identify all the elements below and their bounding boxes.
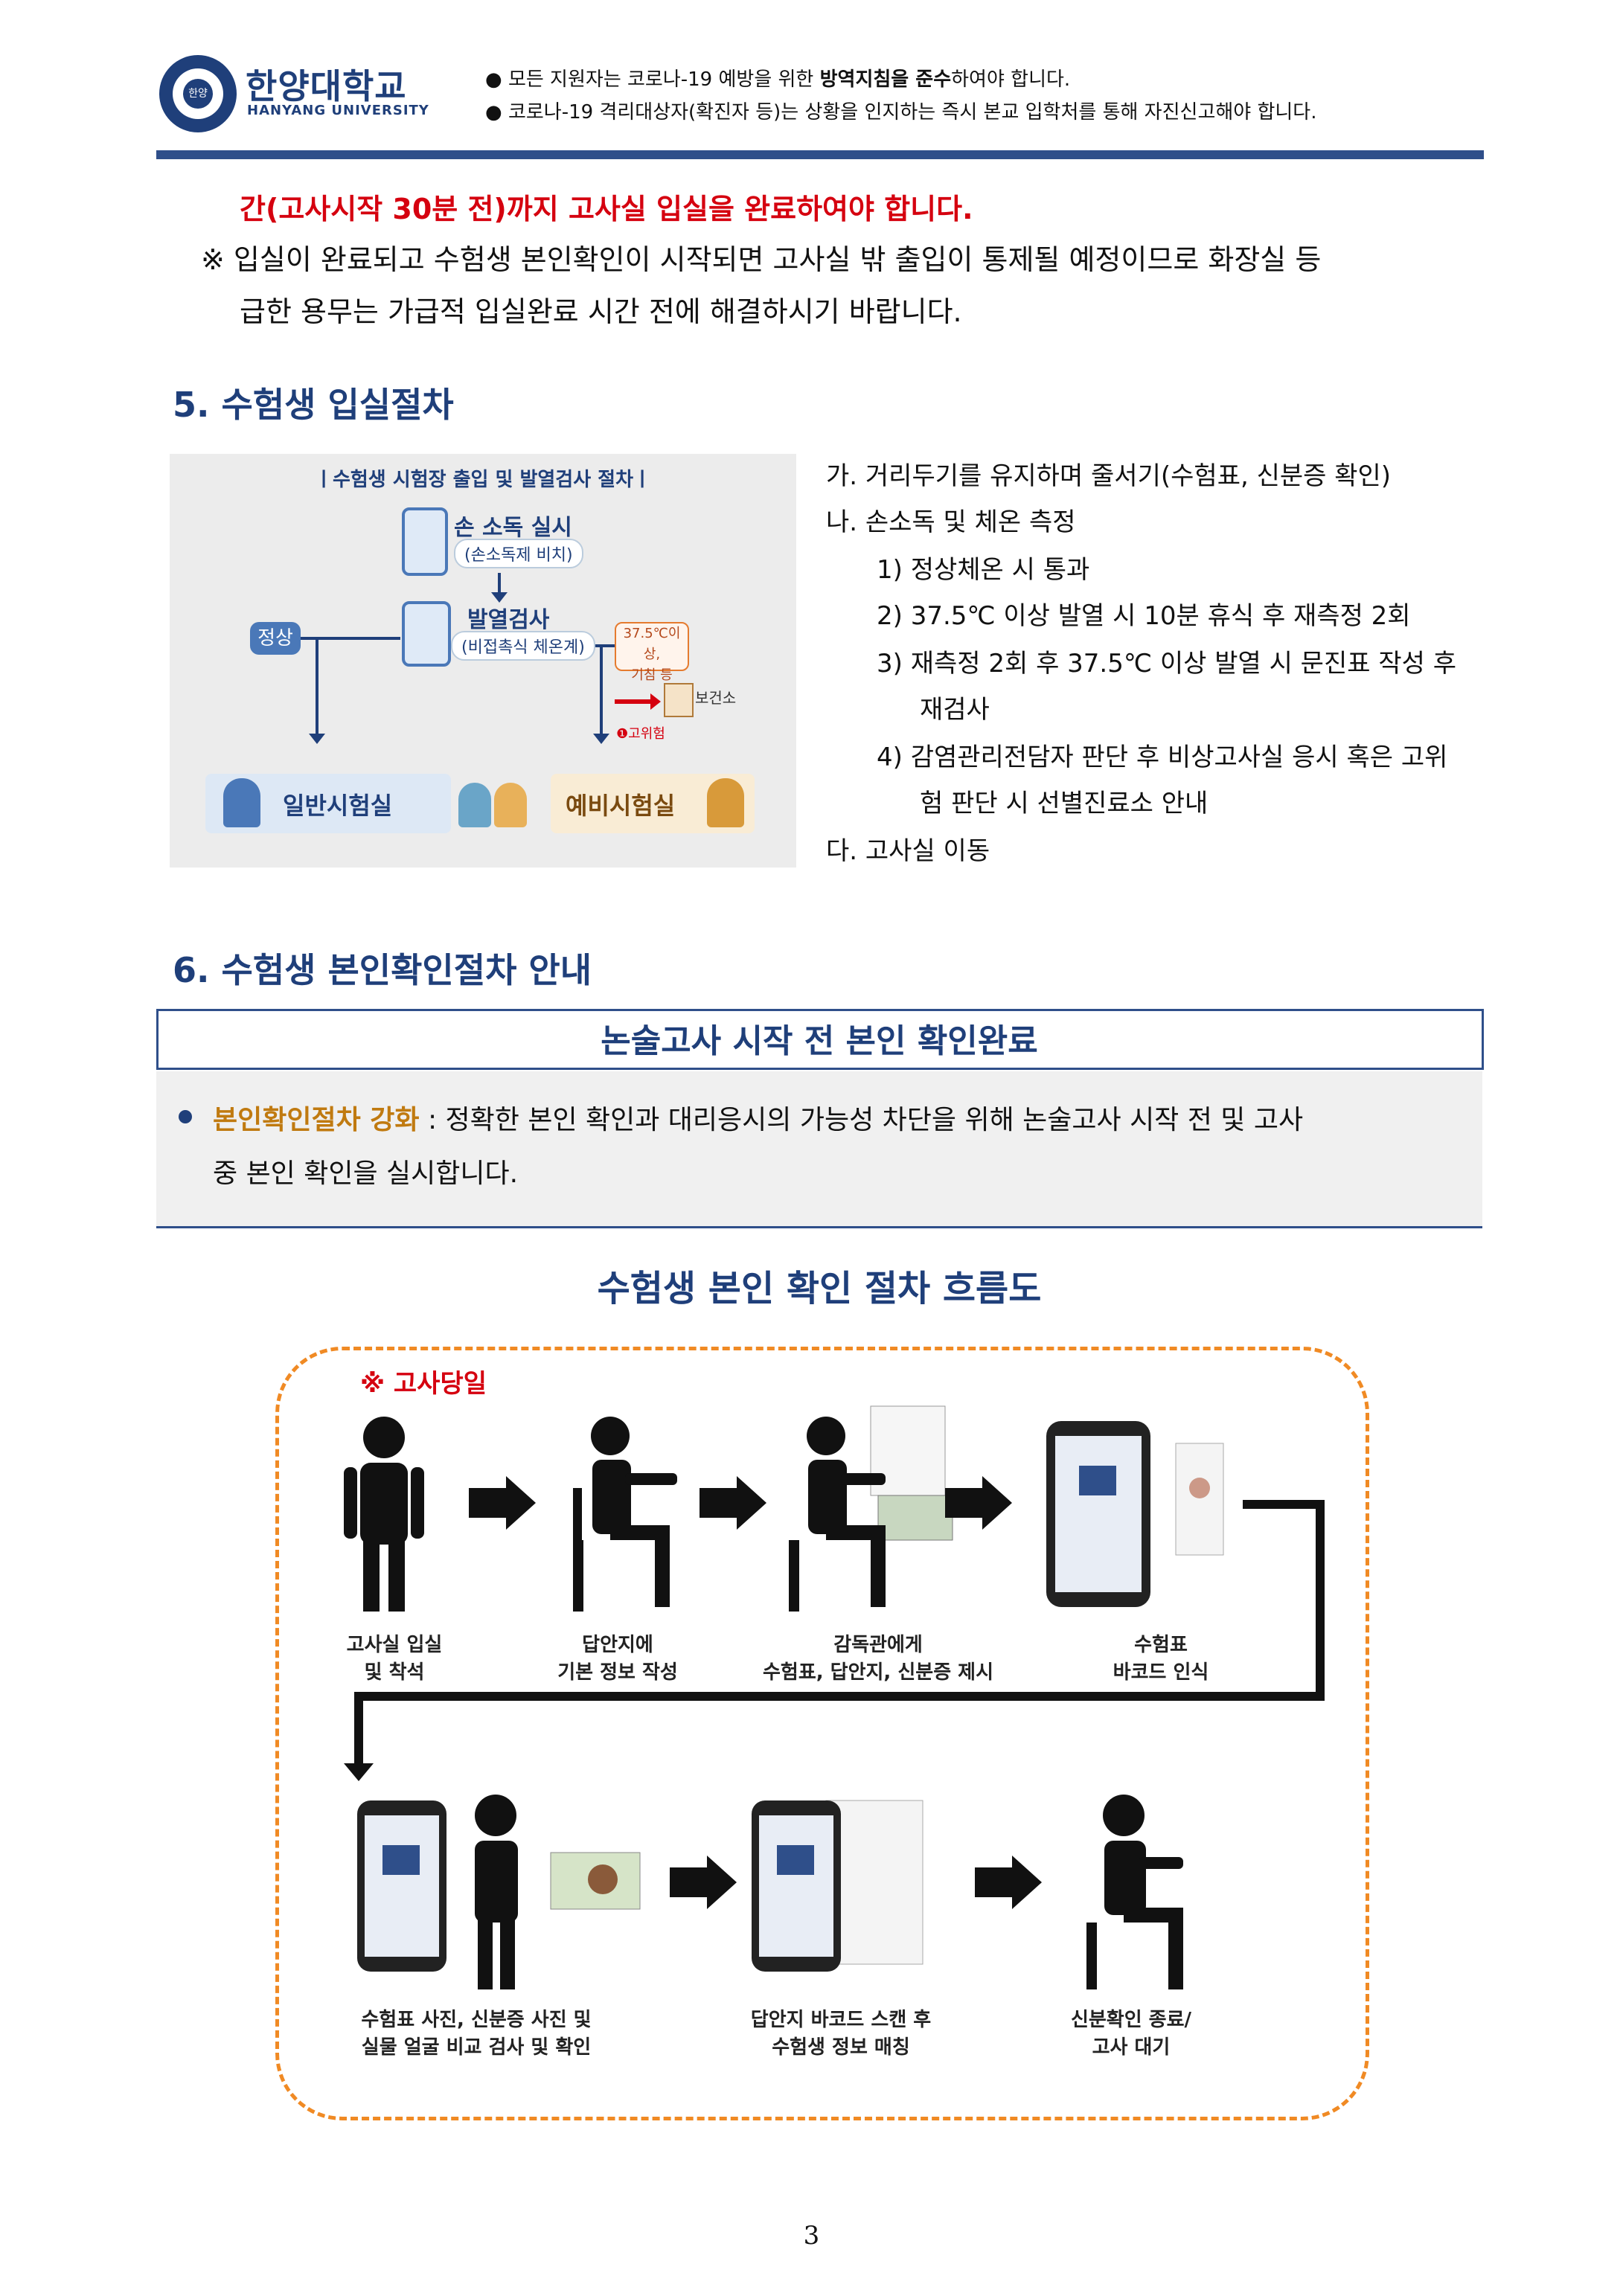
- step-na: 나. 손소독 및 체온 측정: [826, 501, 1076, 538]
- arrow-right-head: [707, 1856, 737, 1909]
- high-temp-line-1: 37.5℃이상,: [616, 623, 688, 665]
- arrow-right-head: [737, 1476, 766, 1530]
- answer-sheet-barcode-icon: [744, 1786, 938, 1994]
- arrow-right-head: [982, 1476, 1012, 1530]
- notice-line-2: ● 코로나-19 격리대상자(확진자 등)는 상황을 인지하는 즉시 본교 입학…: [485, 97, 1317, 124]
- seated-writing-person-icon: [566, 1414, 692, 1614]
- arrow-head-health-center: [650, 693, 661, 710]
- step-4-cont: 험 판단 시 선별진료소 안내: [920, 783, 1208, 819]
- step-2: 2) 37.5℃ 이상 발열 시 10분 휴식 후 재측정 2회: [877, 595, 1411, 632]
- entry-deadline-text: 간(고사시작 30분 전)까지 고사실 입실을 완료하여야 합니다.: [240, 186, 973, 227]
- step-1: 1) 정상체온 시 통과: [877, 549, 1089, 586]
- section-5-title: 5. 수험생 입실절차: [173, 378, 454, 427]
- fever-check-sub: (비접촉식 체온계): [451, 631, 595, 661]
- step-da: 다. 고사실 이동: [826, 830, 990, 867]
- high-risk-label: ❶고위험: [616, 723, 665, 743]
- photo-id-face-compare-icon: [350, 1786, 647, 1994]
- connector-line: [354, 1692, 363, 1766]
- thermometer-icon: [402, 601, 451, 667]
- connector-high-temp: [595, 644, 615, 647]
- bullet-dot: [179, 1110, 192, 1123]
- connector-normal-vertical: [316, 637, 318, 735]
- figure-title: ㅣ수험생 시험장 출입 및 발열검사 절차ㅣ: [170, 464, 796, 492]
- arrow-right: [975, 1867, 1012, 1897]
- arrow-to-general-room: [309, 734, 325, 744]
- reserve-room-label: 예비시험실: [566, 787, 675, 821]
- restroom-note-line-1: ※ 입실이 완료되고 수험생 본인확인이 시작되면 고사실 밖 출입이 통제될 …: [201, 237, 1321, 278]
- connector-high-temp-vertical: [600, 644, 603, 735]
- arrow-right: [945, 1488, 982, 1518]
- flow-caption-7: 신분확인 종료/고사 대기: [1034, 2004, 1228, 2059]
- hand-sanitize-label: 손 소독 실시: [454, 509, 572, 542]
- staff-icon: [458, 783, 491, 827]
- step-3-cont: 재검사: [920, 689, 990, 725]
- connector-line: [354, 1692, 1325, 1701]
- exam-desk-icon: [223, 778, 260, 827]
- flowchart-title: 수험생 본인 확인 절차 흐름도: [156, 1259, 1482, 1311]
- connector-arrow-down: [344, 1763, 374, 1781]
- staff-icon: [494, 783, 527, 827]
- arrow-right-head: [506, 1476, 536, 1530]
- brand-name-english: HANYANG UNIVERSITY: [247, 103, 429, 118]
- phone-barcode-scan-icon: [1039, 1414, 1232, 1614]
- step-ga: 가. 거리두기를 유지하며 줄서기(수험표, 신분증 확인): [826, 455, 1391, 492]
- seated-waiting-person-icon: [1064, 1786, 1198, 1994]
- step-4: 4) 감염관리전담자 판단 후 비상고사실 응시 혹은 고위: [877, 737, 1447, 773]
- notice-line-1: ● 모든 지원자는 코로나-19 예방을 위한 방역지침을 준수하여야 합니다.: [485, 64, 1070, 92]
- section-6-title: 6. 수험생 본인확인절차 안내: [173, 943, 592, 993]
- general-room-label: 일반시험실: [283, 787, 392, 821]
- health-center-icon: [664, 683, 694, 717]
- exam-desk-icon: [707, 778, 744, 827]
- standing-person-icon: [339, 1414, 429, 1614]
- arrow-right: [670, 1867, 707, 1897]
- connector-line: [1316, 1500, 1325, 1701]
- seated-person-presenting-icon: [781, 1399, 960, 1614]
- arrow-to-health-center: [615, 699, 652, 704]
- identity-bullet-line-1: 본인확인절차 강화 : 정확한 본인 확인과 대리응시의 가능성 차단을 위해 …: [213, 1098, 1303, 1137]
- sanitizer-icon: [402, 507, 448, 576]
- normal-badge: 정상: [250, 622, 301, 655]
- page-number: 3: [0, 2221, 1623, 2251]
- arrow-to-reserve-room: [593, 734, 609, 744]
- health-center-label: 보건소: [695, 686, 736, 708]
- header-divider: [156, 150, 1484, 159]
- restroom-note-line-2: 급한 용무는 가급적 입실완료 시간 전에 해결하시기 바랍니다.: [240, 289, 962, 330]
- connector-line: [1243, 1500, 1325, 1509]
- exam-day-label: ※ 고사당일: [360, 1363, 487, 1399]
- logo-seal: 한양: [183, 79, 213, 109]
- identity-bullet-line-2: 중 본인 확인을 실시합니다.: [213, 1152, 518, 1190]
- fever-check-label: 발열검사: [467, 601, 549, 634]
- bullet-label: 본인확인절차 강화: [213, 1105, 420, 1135]
- identity-banner-text: 논술고사 시작 전 본인 확인완료: [156, 1014, 1482, 1062]
- step-3: 3) 재측정 2회 후 37.5℃ 이상 발열 시 문진표 작성 후: [877, 643, 1456, 679]
- arrow-right: [469, 1488, 506, 1518]
- brand-name-korean: 한양대학교: [246, 60, 407, 109]
- identity-info-box: [156, 1071, 1482, 1228]
- arrow-right-head: [1012, 1856, 1042, 1909]
- arrow-right: [700, 1488, 737, 1518]
- hand-sanitize-sub: (손소독제 비치): [454, 539, 583, 568]
- high-temp-badge: 37.5℃이상, 기침 등: [615, 622, 689, 671]
